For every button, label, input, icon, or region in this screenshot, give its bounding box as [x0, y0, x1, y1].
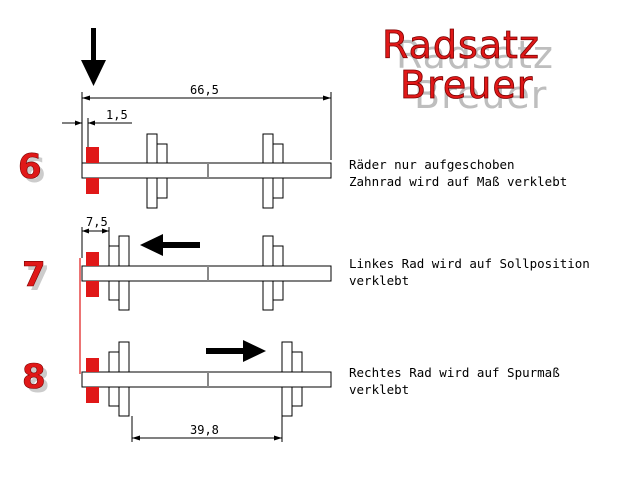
step-7-note-line1: Linkes Rad wird auf Sollposition: [349, 256, 590, 271]
step-7-number-shadow: 7: [26, 259, 50, 299]
dimension-track: 39,8: [131, 416, 283, 442]
step-6-note-line2: Zahnrad wird auf Maß verklebt: [349, 174, 567, 189]
step-7-note-line2: verklebt: [349, 273, 409, 288]
step-6-number: 6: [18, 147, 42, 187]
step-7-number: 7: [22, 255, 46, 295]
dimension-inset-label: 7,5: [86, 215, 108, 229]
dimension-overall-label: 66,5: [190, 83, 219, 97]
arrow-down-icon: [81, 28, 106, 86]
wheelset-6: [81, 133, 332, 209]
dimension-offset-label: 1,5: [106, 108, 128, 122]
dimension-offset: 1,5: [62, 108, 132, 148]
step-6-number-shadow: 6: [22, 151, 46, 191]
step-8-note-line2: verklebt: [349, 382, 409, 397]
title-line1-shadow: Radsatz: [396, 33, 554, 77]
title-line2-shadow: Breuer: [414, 73, 547, 117]
arrow-left-icon: [140, 234, 200, 256]
step-7: 7 7 Linkes Rad wird auf Sollposition ver…: [22, 234, 590, 311]
wheelset-7: [81, 235, 332, 311]
step-8-number-shadow: 8: [26, 361, 50, 401]
step-8-note-line1: Rechtes Rad wird auf Spurmaß: [349, 365, 560, 380]
title-block: Radsatz Radsatz Breuer Breuer: [382, 23, 554, 117]
step-6: 6 6 Räder nur aufgeschoben Zahnrad wird …: [18, 133, 567, 209]
step-6-note-line1: Räder nur aufgeschoben: [349, 157, 515, 172]
title-line1: Radsatz: [382, 23, 540, 67]
dimension-overall: 66,5: [81, 83, 332, 168]
arrow-right-icon: [206, 340, 266, 362]
step-8: 8 8 Rechtes Rad wird auf Spurmaß verkleb…: [22, 340, 560, 417]
title-line2: Breuer: [400, 63, 533, 107]
step-8-number: 8: [22, 357, 46, 397]
wheelset-8: [81, 341, 332, 417]
dimension-inset: 7,5: [81, 215, 110, 258]
dimension-track-label: 39,8: [190, 423, 219, 437]
